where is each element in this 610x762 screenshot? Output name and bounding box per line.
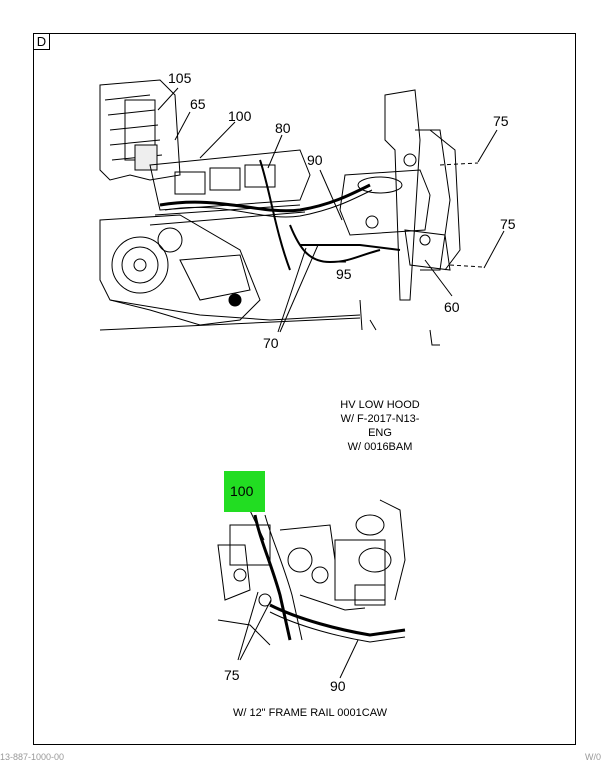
footer-right-text: W/0: [585, 752, 602, 762]
caption-top-line1: HV LOW HOOD: [340, 399, 420, 411]
callout-75-bottom: 75: [224, 667, 240, 683]
callout-80: 80: [275, 120, 291, 136]
top-leader-lines: [157, 87, 505, 333]
caption-top: HV LOW HOOD W/ F-2017-N13-ENG W/ 0016BAM: [330, 398, 430, 454]
callout-90: 90: [307, 152, 323, 168]
section-label: D: [33, 33, 50, 50]
bottom-engine-drawing: [214, 499, 406, 656]
callout-100: 100: [228, 108, 252, 124]
caption-top-line3: W/ 0016BAM: [347, 441, 413, 453]
footer-left-text: 13-887-1000-00: [0, 752, 65, 762]
callout-60: 60: [444, 299, 460, 315]
callout-105: 105: [168, 70, 192, 86]
callout-75-lower: 75: [500, 216, 516, 232]
top-engine-drawing: [99, 79, 483, 346]
callout-90-bottom: 90: [330, 678, 346, 694]
callout-95: 95: [336, 266, 352, 282]
drawing-frame: [33, 33, 576, 745]
callout-70: 70: [263, 335, 279, 351]
callout-65: 65: [190, 96, 206, 112]
highlight-box-100[interactable]: 100: [224, 471, 265, 512]
highlight-label: 100: [230, 483, 254, 499]
caption-top-line2: W/ F-2017-N13-ENG: [340, 413, 420, 439]
caption-bottom: W/ 12" FRAME RAIL 0001CAW: [232, 707, 388, 719]
callout-75-upper: 75: [493, 113, 509, 129]
